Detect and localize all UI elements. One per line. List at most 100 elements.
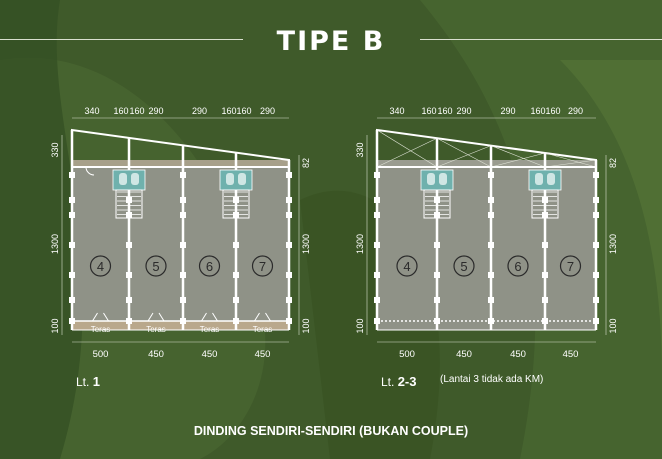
column <box>180 212 186 218</box>
top-dimension: 160 <box>113 106 128 116</box>
column <box>542 297 548 303</box>
unit-number: 7 <box>567 259 574 274</box>
toilet-icon <box>439 173 447 185</box>
right-dimension: 100 <box>301 318 311 333</box>
top-dimension: 160 <box>545 106 560 116</box>
roof-brace <box>436 137 492 168</box>
column <box>488 297 494 303</box>
column <box>488 197 494 203</box>
left-dimension: 330 <box>355 142 365 157</box>
roof-brace <box>544 159 597 168</box>
column <box>593 297 599 303</box>
bottom-dimension: 450 <box>202 349 218 360</box>
bottom-dimension: 500 <box>399 349 415 360</box>
terrace-label: Teras <box>91 325 111 334</box>
roof-band <box>72 160 289 167</box>
column <box>180 297 186 303</box>
column <box>542 242 548 248</box>
door-swing <box>147 312 165 322</box>
column <box>374 272 380 278</box>
terrace-band <box>72 321 289 330</box>
plan-2-floor-prefix: Lt. <box>381 375 395 389</box>
right-dimension: 1300 <box>608 234 618 254</box>
column <box>233 297 239 303</box>
right-dimension: 100 <box>608 318 618 333</box>
top-dimension: 290 <box>192 106 207 116</box>
column <box>593 172 599 178</box>
plan-2-note: (Lantai 3 tidak ada KM) <box>440 374 544 385</box>
title-rule-right <box>420 39 662 40</box>
unit-circle <box>396 255 418 277</box>
column <box>180 272 186 278</box>
column <box>69 197 75 203</box>
column <box>434 297 440 303</box>
top-dimension: 290 <box>260 106 275 116</box>
unit-circle <box>507 255 529 277</box>
unit-number: 4 <box>403 259 410 274</box>
column <box>180 197 186 203</box>
unit-circle <box>453 255 475 277</box>
column <box>593 272 599 278</box>
left-dimension: 100 <box>355 318 365 333</box>
column <box>374 197 380 203</box>
top-dimension: 160 <box>530 106 545 116</box>
roof-brace <box>376 137 438 168</box>
column <box>286 197 292 203</box>
toilet-icon <box>119 173 127 185</box>
unit-circle <box>198 255 221 277</box>
column <box>593 318 599 324</box>
unit-number: 4 <box>97 259 104 274</box>
top-dimension: 340 <box>389 106 404 116</box>
column <box>286 172 292 178</box>
unit-circle <box>559 255 582 277</box>
stair-block <box>115 189 143 219</box>
column <box>488 212 494 218</box>
unit-circle <box>89 255 112 277</box>
column <box>374 297 380 303</box>
terrace-label: Teras <box>146 325 166 334</box>
top-dimension: 290 <box>456 106 471 116</box>
toilet-icon <box>547 173 555 185</box>
column <box>126 297 132 303</box>
bottom-dimension: 450 <box>510 349 526 360</box>
toilet-icon <box>226 173 234 185</box>
bottom-dimension: 500 <box>93 349 109 360</box>
unit-circle <box>145 255 167 277</box>
column <box>180 242 186 248</box>
unit-number: 6 <box>206 259 213 274</box>
stair-block <box>531 189 559 219</box>
column <box>286 212 292 218</box>
roof-band <box>377 160 596 167</box>
column <box>233 212 239 218</box>
column <box>233 242 239 248</box>
page-title: TIPE B <box>276 26 386 57</box>
unit-circle <box>251 255 274 277</box>
bottom-dimension: 450 <box>563 349 579 360</box>
column <box>286 297 292 303</box>
bottom-dimension: 450 <box>456 349 472 360</box>
roof-brace <box>490 145 546 168</box>
left-dimension: 330 <box>50 142 60 157</box>
right-dimension: 82 <box>608 158 618 168</box>
column <box>126 272 132 278</box>
column <box>286 242 292 248</box>
column <box>180 172 186 178</box>
column <box>434 272 440 278</box>
bottom-dimension: 450 <box>148 349 164 360</box>
column <box>374 242 380 248</box>
column <box>488 172 494 178</box>
stair-block <box>222 189 250 219</box>
column <box>126 242 132 248</box>
column <box>542 272 548 278</box>
column <box>593 212 599 218</box>
column <box>593 242 599 248</box>
column <box>126 197 132 203</box>
top-dimension: 290 <box>148 106 163 116</box>
roof-brace <box>436 145 492 168</box>
column <box>233 197 239 203</box>
bathroom-block <box>420 169 454 191</box>
unit-number: 5 <box>460 259 467 274</box>
footer-caption: DINDING SENDIRI-SENDIRI (BUKAN COUPLE) <box>193 424 469 438</box>
plan-2-floor-number: 2-3 <box>397 374 417 389</box>
